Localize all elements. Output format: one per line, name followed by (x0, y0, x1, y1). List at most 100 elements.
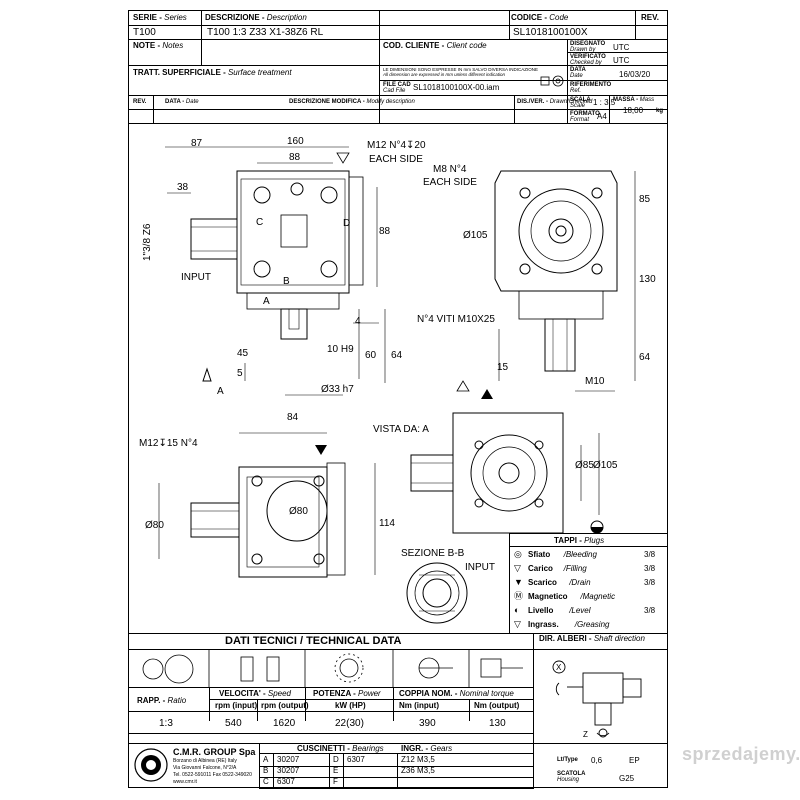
input-label-2: INPUT (465, 562, 495, 573)
bearing-value: 30207 (277, 755, 300, 764)
massa-label: MASSA - Mass (613, 97, 655, 103)
plug-name: Livello (528, 606, 554, 615)
note-m12-4: M12 N°4↧20 (367, 140, 426, 151)
ingr-label: INGR. - Gears (401, 744, 453, 753)
watermark: sprzedajemy.pl (682, 744, 800, 764)
tratt-label: TRATT. SUPERFICIALE - Surface treatment (133, 68, 292, 77)
dim-88-top: 88 (289, 152, 301, 163)
input-label: INPUT (181, 272, 211, 283)
cuscinetti-label: CUSCINETTI - Bearings (297, 744, 384, 753)
note-m12-15: M12↧15 N°4 (139, 438, 198, 449)
plug-name: Magnetico (528, 592, 568, 601)
rapp-label: RAPP. - Ratio (137, 696, 187, 705)
lt-extra: EP (629, 756, 640, 765)
dim-10h9: 10 H9 (327, 344, 354, 355)
nm-in-value: 390 (419, 718, 436, 729)
plug-name-en: /Drain (569, 578, 591, 587)
bearing-key: C (263, 777, 269, 786)
formato-value: A4 (597, 112, 607, 121)
plug-icon: ▽ (514, 563, 521, 573)
dir-alberi-label: DIR. ALBERI - Shaft direction (539, 634, 645, 643)
plug-name-en: /Bleeding (563, 550, 597, 559)
note-label: NOTE - Notes (133, 41, 184, 50)
serie-label: SERIE - Series (133, 13, 187, 22)
drain-plug-icon-2 (481, 389, 493, 399)
shaft-spec: 1"3/8 Z6 (142, 223, 153, 261)
plug-icon: Ⓜ (514, 591, 524, 601)
note-m8: M8 N°4 (433, 164, 467, 175)
plug-size: 3/8 (644, 564, 656, 573)
bearing-value: 6307 (347, 755, 365, 764)
bearing-value: 6307 (277, 777, 295, 786)
input-shaft (190, 218, 238, 260)
potenza-value: 22(30) (335, 718, 364, 729)
dim-85b: Ø85 (575, 460, 594, 471)
plug-size: 3/8 (644, 550, 656, 559)
company-addr4: www.cmr.it (173, 779, 197, 785)
cmr-logo (134, 748, 168, 782)
dim-114: 114 (379, 518, 395, 529)
rpm-out-label: rpm (output) (261, 701, 309, 710)
speed-icon (240, 656, 254, 682)
company-addr3: Tel. 0522-591011 Fax 0522-349020 (173, 772, 252, 778)
tech-title: DATI TECNICI / TECHNICAL DATA (225, 635, 402, 647)
nm-out-label: Nm (output) (474, 701, 520, 710)
dim-60: 60 (365, 350, 377, 361)
nm-out-value: 130 (489, 718, 506, 729)
dim-45: 45 (237, 348, 249, 359)
rpm-out-value: 1620 (273, 718, 296, 729)
bearing-key: F (333, 777, 338, 786)
dim-33h7: Ø33 h7 (321, 384, 354, 395)
vista-a: VISTA DA: A (373, 424, 429, 435)
plug-name-en: /Greasing (574, 620, 610, 629)
dim-80b: Ø80 (289, 506, 308, 517)
company-name: C.M.R. GROUP Spa (173, 747, 256, 757)
lt-type-label: Lt/Type (557, 757, 578, 763)
dir-x: X (556, 663, 562, 672)
gear-icon (142, 658, 164, 680)
data-col: DATA - Date (165, 99, 199, 105)
bearing-key: D (333, 755, 339, 764)
cod-cliente-label: COD. CLIENTE - Client code (383, 41, 487, 50)
dim-4: 4 (355, 316, 361, 327)
velocita-label: VELOCITA' - Speed (219, 689, 292, 698)
dim-85: 85 (639, 194, 651, 205)
sezione-label: SEZIONE B-B (401, 548, 465, 559)
section-bb (406, 562, 468, 624)
descr-label: DESCRIZIONE - Description (205, 13, 307, 22)
codice-value: SL1018100100X (513, 27, 588, 38)
plug-name: Ingrass. (528, 620, 559, 629)
tech-icons (142, 649, 523, 687)
plug-name-en: /Filling (563, 564, 587, 573)
dim-130: 130 (639, 274, 656, 285)
bearing-key: A (263, 755, 269, 764)
kw-hp-label: kW (HP) (335, 701, 366, 710)
plug-name: Scarico (528, 578, 557, 587)
bearing-value: 30207 (277, 766, 300, 775)
bearing-key: B (263, 766, 269, 775)
label-d: D (343, 218, 351, 229)
scatola-value: G25 (619, 774, 635, 783)
each-side-1: EACH SIDE (369, 154, 423, 165)
note-viti: N°4 VITI M10X25 (417, 314, 495, 325)
projection-symbol-icon (540, 75, 564, 87)
plug-name-en: /Magnetic (580, 592, 616, 601)
plug-size: 3/8 (644, 606, 656, 615)
dir-z: Z (583, 730, 588, 739)
descr-value: T100 1:3 Z33 X1-38Z6 RL (207, 27, 324, 38)
dim-87: 87 (191, 138, 203, 149)
coppia-label: COPPIA NOM. - Nominal torque (399, 689, 514, 698)
dim-105-dia: Ø105 (463, 230, 488, 241)
dim-160: 160 (287, 136, 304, 147)
plug-icon: ◐ (514, 605, 520, 615)
lt-value: 0,6 (591, 756, 603, 765)
